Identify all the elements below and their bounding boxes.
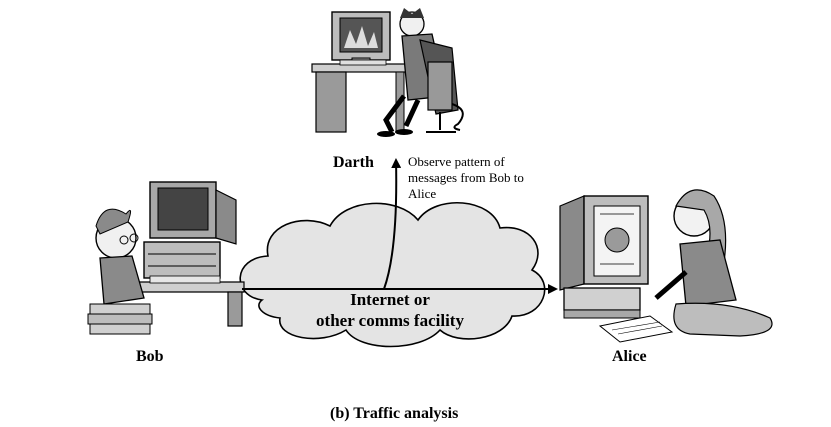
observe-annotation: Observe pattern of messages from Bob to … [408,154,524,201]
bob-illustration [87,181,245,335]
network-label-line1: Internet or [350,290,430,309]
observe-arrow [383,158,402,290]
alice-label: Alice [612,348,647,365]
alice-illustration [559,189,773,343]
bob-label: Bob [136,348,164,365]
darth-illustration [311,8,464,137]
network-cloud [239,201,546,348]
figure-caption: (b) Traffic analysis [330,405,459,422]
network-label-line2: other comms facility [316,311,464,330]
darth-label: Darth [333,154,374,171]
traffic-arrows [242,158,558,294]
